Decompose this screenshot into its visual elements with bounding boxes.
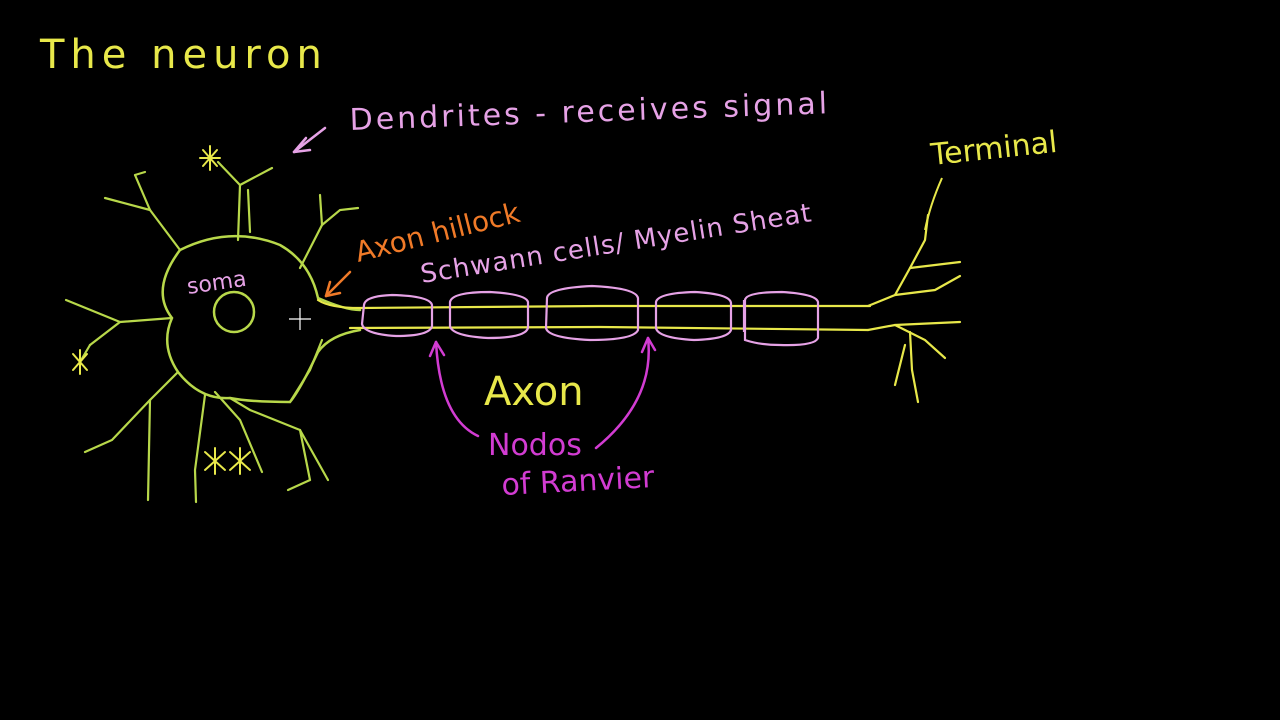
soma-label: soma [185,267,248,300]
dendrite-branches [64,160,360,504]
terminal-label: Terminal [928,125,1059,173]
page-title: The neuron [39,32,328,78]
schwann-cell [448,290,530,340]
asterisk-icon [72,349,88,375]
crosshair-cursor-icon [289,308,311,330]
asterisk-icon [199,145,221,171]
nodes-of-ranvier-label-line1: Nodos [488,428,582,463]
axon-line [316,298,872,332]
nucleus [212,290,256,334]
axon-terminal [866,213,962,404]
dendrites-arrow [292,126,327,154]
schwann-cell [743,290,820,347]
myelin-sheath-segments [360,284,820,347]
soma [161,234,362,404]
schwann-cell [360,293,434,338]
dendrites-label: Dendrites - receives signal [349,86,831,138]
nodes-of-ranvier-arrows [428,336,657,450]
asterisk-icon [204,447,251,475]
schwann-cell [544,284,640,342]
axon-hillock-arrow [324,270,352,298]
nodes-of-ranvier-label-line2: of Ranvier [501,460,656,503]
schwann-cell [654,290,733,342]
axon-label: Axon [484,369,584,415]
